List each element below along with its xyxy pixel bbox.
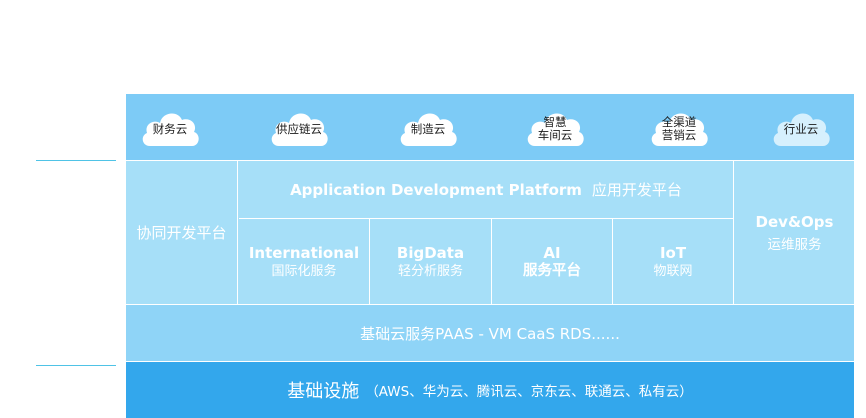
infrastructure-providers: （AWS、华为云、腾讯云、京东云、联通云、私有云）: [365, 384, 693, 400]
service-title: International: [248, 243, 360, 262]
application-development-platform: Application Development Platform 应用开发平台: [239, 161, 733, 219]
cloud-icon: [142, 113, 199, 146]
infrastructure-band: 基础设施 （AWS、华为云、腾讯云、京东云、联通云、私有云）: [126, 362, 854, 418]
cloud-omnichannel-marketing: 全渠道 营销云: [647, 106, 711, 148]
service-iot: IoT 物联网: [613, 219, 733, 304]
cloud-label: 全渠道 营销云: [661, 115, 697, 142]
cloud-label: 智慧 车间云: [537, 115, 573, 142]
paas-band: 基础云服务PAAS - VM CaaS RDS......: [126, 305, 854, 361]
architecture-diagram: 财务云 供应链云 制造云 智慧 车间云: [126, 94, 854, 418]
platform-band: 协同开发平台 Application Development Platform …: [126, 161, 854, 304]
service-title: IoT: [659, 243, 687, 262]
cloud-icon: [271, 113, 328, 146]
side-connector-line-top: [36, 160, 116, 161]
service-bigdata: BigData 轻分析服务: [370, 219, 492, 304]
service-ai: AI 服务平台: [492, 219, 613, 304]
cloud-label: 制造云: [410, 121, 446, 136]
service-subtitle: 轻分析服务: [397, 263, 463, 279]
adp-title-zh: 应用开发平台: [591, 181, 682, 199]
devops-subtitle: 运维服务: [767, 236, 822, 253]
cloud-icon: [651, 113, 708, 146]
cloud-label: 行业云: [783, 121, 819, 136]
side-connector-line-bottom: [36, 365, 116, 366]
service-title: BigData: [396, 243, 465, 262]
cloud-label: 财务云: [152, 121, 188, 136]
paas-label: 基础云服务PAAS - VM CaaS RDS......: [360, 324, 620, 343]
service-title: AI: [543, 243, 561, 262]
cloud-smart-workshop: 智慧 车间云: [523, 106, 587, 148]
cloud-industry: 行业云: [769, 106, 833, 148]
adp-title-en: Application Development Platform: [290, 180, 582, 199]
service-subtitle: 物联网: [653, 263, 693, 279]
cloud-finance: 财务云: [138, 106, 202, 148]
collaborative-dev-platform-label: 协同开发平台: [136, 223, 227, 242]
collaborative-dev-platform: 协同开发平台: [126, 161, 238, 304]
cloud-icon: [400, 113, 457, 146]
cloud-products-band: 财务云 供应链云 制造云 智慧 车间云: [126, 94, 854, 160]
cloud-supply-chain: 供应链云: [267, 106, 331, 148]
devops-block: Dev&Ops 运维服务: [733, 161, 855, 304]
cloud-manufacturing: 制造云: [396, 106, 460, 148]
cloud-icon: [527, 113, 584, 146]
infrastructure-title: 基础设施: [287, 381, 360, 402]
service-subtitle: 国际化服务: [271, 263, 337, 279]
devops-title: Dev&Ops: [755, 212, 834, 231]
cloud-icon: [773, 113, 830, 146]
service-international: International 国际化服务: [239, 219, 370, 304]
cloud-label: 供应链云: [276, 121, 322, 136]
service-subtitle: 服务平台: [523, 262, 581, 279]
